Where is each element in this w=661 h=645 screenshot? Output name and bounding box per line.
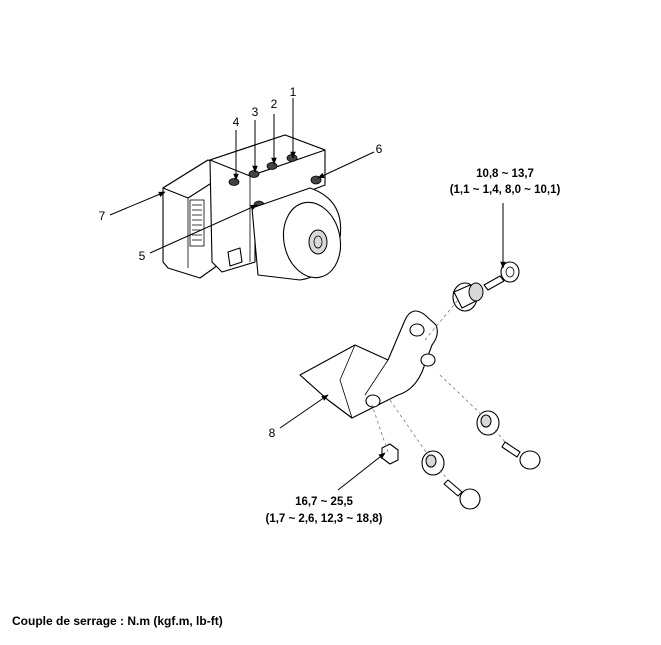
torque-units-footer: Couple de serrage : N.m (kgf.m, lb-ft) [12,614,223,628]
callout-4: 4 [233,115,240,129]
lower-bolt-left [443,479,481,510]
callout-6: 6 [376,142,383,156]
mounting-bracket [299,310,438,419]
upper-bolt [483,261,520,291]
torque-lower-conversion: (1,7 ~ 2,6, 12,3 ~ 18,8) [266,513,383,525]
hecu-unit [162,134,342,281]
pump-motor [251,187,342,281]
lower-bushing-left [421,450,445,476]
lower-bolt-right [501,441,541,470]
upper-bushing [452,282,484,312]
connector-pins [189,199,205,247]
alignment-lines [371,299,506,481]
callout-2: 2 [271,97,278,111]
torque-lower-value: 16,7 ~ 25,5 [295,496,353,508]
torque-upper-conversion: (1,1 ~ 1,4, 8,0 ~ 10,1) [450,184,561,196]
leader-lines [109,98,506,491]
callout-5: 5 [139,249,146,263]
callout-8: 8 [269,426,276,440]
lower-bushing-right [476,410,500,436]
callout-3: 3 [252,105,259,119]
callout-1: 1 [290,85,297,99]
torque-upper-value: 10,8 ~ 13,7 [476,168,534,180]
callout-7: 7 [99,209,106,223]
